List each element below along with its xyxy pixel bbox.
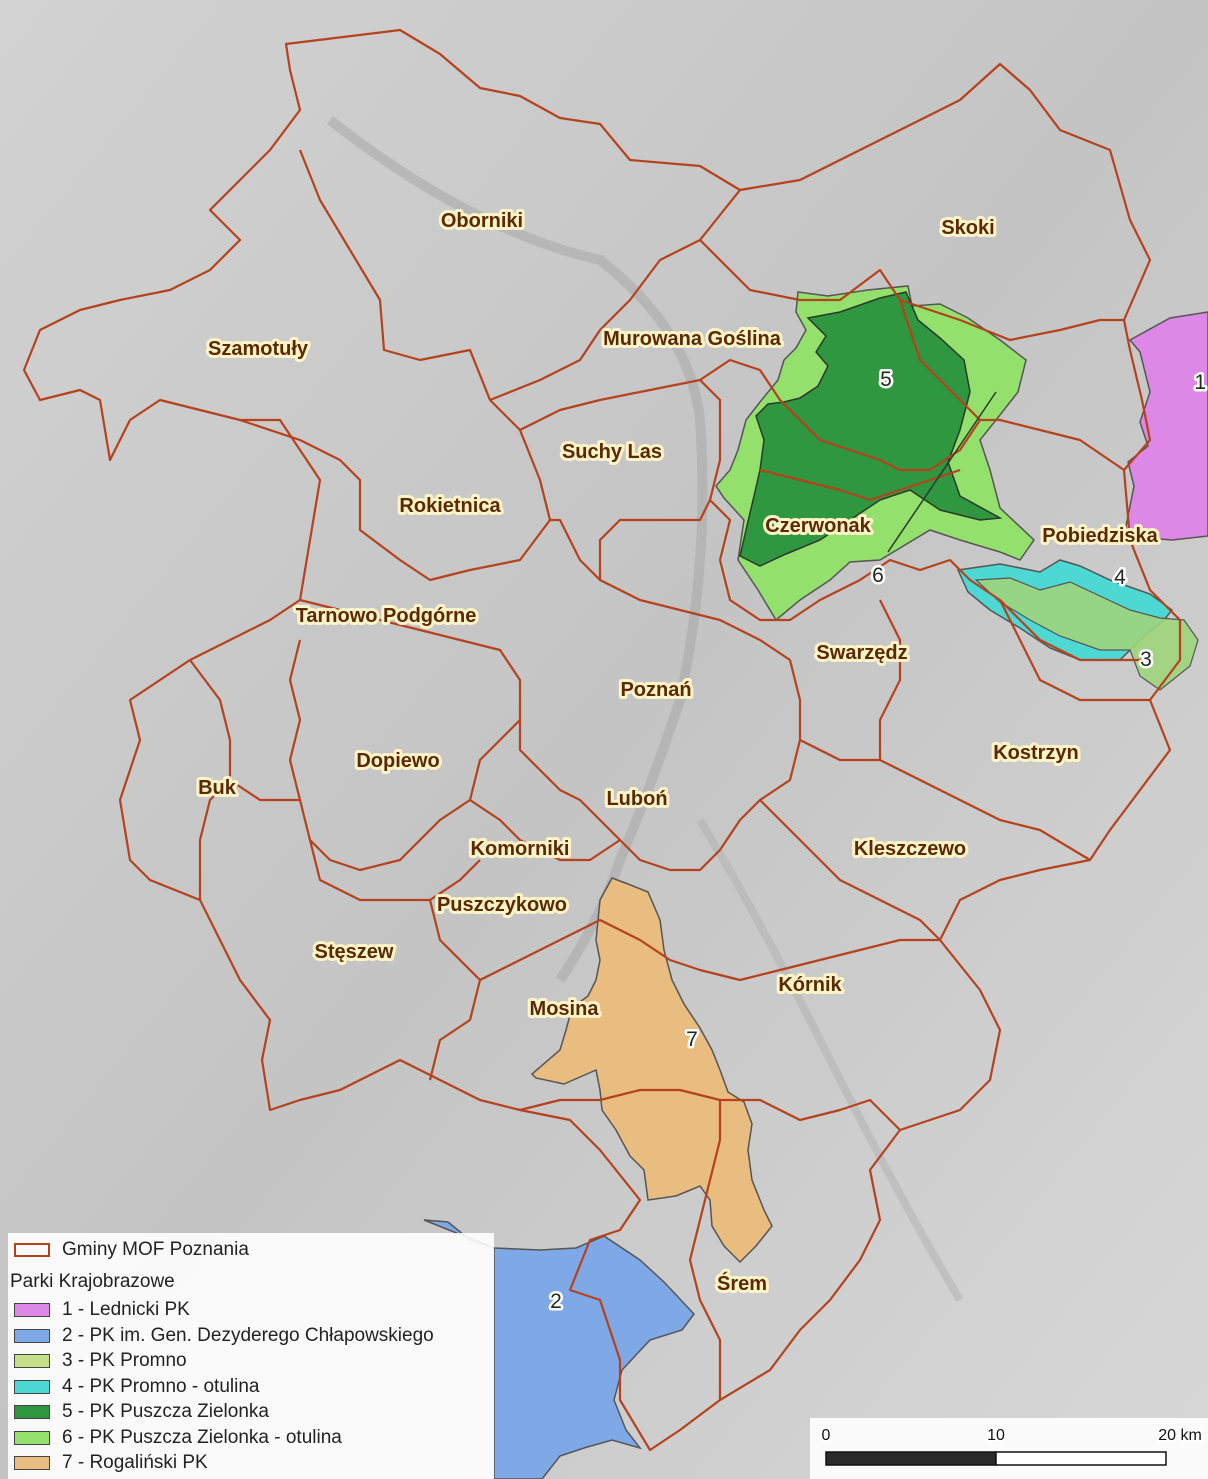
- legend-item-3: 3 - PK Promno: [14, 1350, 187, 1372]
- park-3-area: [974, 577, 1199, 691]
- boundary-czerwonak-swarzedz: [709, 499, 1150, 662]
- legend-swatch-2: [14, 1328, 50, 1343]
- boundary-kostrzyn-kleszczewo: [799, 739, 1091, 861]
- park-number-4: 4: [1114, 566, 1126, 589]
- park-7-area: [530, 877, 773, 1264]
- park-number-6: 6: [872, 564, 884, 587]
- label-swarzedz[interactable]: Swarzędz: [813, 639, 910, 667]
- legend-swatch-3: [14, 1354, 50, 1368]
- municipality-boundaries: [22, 28, 1182, 1452]
- legend-item-label: 6 - PK Puszcza Zielonka - otulina: [62, 1426, 342, 1448]
- park-number-5: 5: [880, 368, 892, 391]
- scale-bar-segment-dark: [825, 1451, 997, 1466]
- river-valley: [326, 116, 708, 983]
- boundary-srem-inner: [688, 1100, 722, 1400]
- scale-label-20km: 20 km: [1158, 1427, 1202, 1444]
- boundary-pobiedziska-kostrzyn: [999, 599, 1150, 702]
- river-valley-2: [696, 817, 964, 1303]
- legend-boundary-label: Gminy MOF Poznania: [62, 1239, 249, 1260]
- boundary-oborniki-szamotuly: [298, 149, 492, 401]
- park-2-area: [423, 1219, 695, 1479]
- legend-swatch-1: [14, 1303, 50, 1317]
- boundary-poznan-east: [518, 579, 802, 872]
- legend-boundary-swatch: [14, 1243, 50, 1257]
- boundary-kleszczewo-kornik: [759, 799, 941, 941]
- label-czerwonak[interactable]: Czerwonak: [762, 512, 874, 540]
- label-komorniki[interactable]: Komorniki: [468, 835, 573, 863]
- boundary-dopiewo-steszew: [229, 779, 481, 902]
- boundary-suchy-las: [519, 378, 722, 582]
- legend-item-5: 5 - PK Puszcza Zielonka: [14, 1401, 269, 1423]
- boundary-czerwonak-inner: [759, 468, 961, 502]
- label-dopiewo[interactable]: Dopiewo: [353, 747, 442, 775]
- scale-bar-background: [810, 1418, 1208, 1479]
- legend-item-label: 7 - Rogaliński PK: [62, 1452, 208, 1473]
- label-szamotuly[interactable]: Szamotuły: [205, 335, 312, 363]
- label-tarnowo-podgorne[interactable]: Tarnowo Podgórne: [293, 602, 480, 630]
- label-suchy-las[interactable]: Suchy Las: [559, 438, 665, 466]
- park-number-7: 7: [686, 1028, 698, 1051]
- scale-label-10: 10: [987, 1427, 1005, 1444]
- legend: Gminy MOF Poznania Parki Krajobrazowe 1 …: [8, 1233, 494, 1479]
- label-steszew[interactable]: Stęszew: [312, 938, 397, 966]
- legend-item-label: 1 - Lednicki PK: [62, 1299, 190, 1320]
- boundary-komorniki: [469, 799, 621, 862]
- legend-item-label: 5 - PK Puszcza Zielonka: [62, 1401, 269, 1422]
- park-1-area: [1123, 311, 1208, 541]
- label-poznan[interactable]: Poznań: [617, 676, 694, 704]
- municipality-labels: Oborniki Skoki Szamotuły Murowana Goślin…: [195, 207, 1162, 1298]
- label-rokietnica[interactable]: Rokietnica: [396, 492, 504, 520]
- boundary-mosina-kornik: [479, 918, 940, 982]
- park-number-1: 1: [1194, 371, 1206, 394]
- boundary-tarnowo-poznan: [288, 598, 522, 872]
- legend-item-7: 7 - Rogaliński PK: [14, 1452, 208, 1474]
- legend-boundary-row: Gminy MOF Poznania: [14, 1239, 249, 1261]
- label-pobiedziska[interactable]: Pobiedziska: [1039, 522, 1161, 550]
- boundary-oborniki-east: [489, 189, 741, 402]
- label-puszczykowo[interactable]: Puszczykowo: [434, 891, 570, 919]
- boundary-murowana-inner: [898, 299, 981, 421]
- label-oborniki[interactable]: Oborniki: [438, 207, 526, 235]
- legend-swatch-5: [14, 1405, 50, 1419]
- legend-item-2: 2 - PK im. Gen. Dezyderego Chłapowskiego: [14, 1325, 434, 1347]
- scale-bar: 0 10 20 km: [810, 1418, 1208, 1479]
- legend-parks-heading: Parki Krajobrazowe: [10, 1271, 175, 1292]
- park-number-2: 2: [550, 1290, 562, 1313]
- label-kornik[interactable]: Kórnik: [775, 971, 845, 999]
- boundary-szamotuly-rokietnica: [239, 399, 552, 582]
- park-5-area: [739, 291, 1003, 567]
- mof-outer-boundary: [22, 28, 1182, 1452]
- legend-item-4: 4 - PK Promno - otulina: [14, 1376, 259, 1398]
- label-murowana-goslina[interactable]: Murowana Goślina: [600, 325, 785, 353]
- legend-item-1: 1 - Lednicki PK: [14, 1299, 190, 1321]
- legend-item-6: 6 - PK Puszcza Zielonka - otulina: [14, 1427, 342, 1449]
- label-kostrzyn[interactable]: Kostrzyn: [990, 739, 1082, 767]
- legend-item-label: 2 - PK im. Gen. Dezyderego Chłapowskiego: [62, 1324, 434, 1346]
- legend-swatch-4: [14, 1379, 50, 1394]
- legend-swatch-6: [14, 1430, 50, 1445]
- park-number-labels: 1 2 3 4 5 6 7: [548, 366, 1208, 1316]
- label-lubon[interactable]: Luboń: [603, 785, 670, 813]
- label-skoki[interactable]: Skoki: [938, 214, 997, 242]
- label-buk[interactable]: Buk: [195, 774, 240, 802]
- scale-label-0: 0: [822, 1427, 831, 1444]
- park-6-leader-line: [887, 391, 997, 553]
- legend-item-label: 3 - PK Promno: [62, 1350, 187, 1371]
- label-mosina[interactable]: Mosina: [527, 995, 603, 1023]
- label-kleszczewo[interactable]: Kleszczewo: [851, 835, 969, 863]
- boundary-swarzedz-kostrzyn: [878, 599, 902, 760]
- scale-bar-segment-light: [995, 1451, 1167, 1466]
- park-number-3: 3: [1140, 648, 1152, 671]
- legend-swatch-7: [14, 1456, 50, 1470]
- legend-item-label: 4 - PK Promno - otulina: [62, 1375, 260, 1397]
- boundary-murowana-czerwonak: [699, 358, 1125, 472]
- label-srem[interactable]: Śrem: [714, 1268, 770, 1298]
